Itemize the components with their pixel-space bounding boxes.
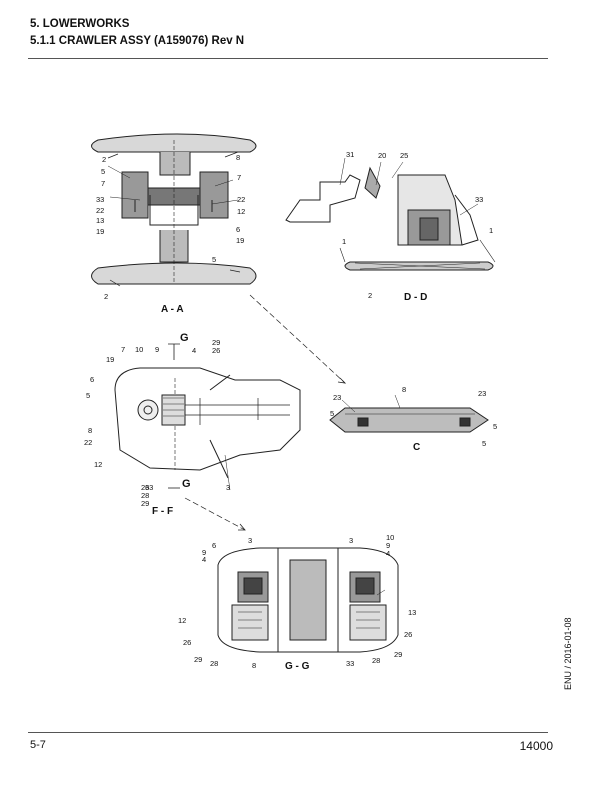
callout: 22 — [96, 206, 104, 215]
callout: 23 — [478, 389, 486, 398]
subsection-heading: 5.1.1 CRAWLER ASSY (A159076) Rev N — [30, 35, 245, 47]
callout: 6 — [212, 541, 216, 550]
callout: 3 — [349, 536, 353, 545]
model-number: 14000 — [519, 739, 553, 753]
view-ff-drawing — [114, 367, 301, 479]
callout: 29 — [194, 655, 202, 664]
callout: 9 — [155, 345, 159, 354]
callout: 10 — [135, 345, 143, 354]
view-label-dd: D - D — [404, 292, 427, 303]
callout: 23 — [333, 393, 341, 402]
view-aa-drawing — [91, 133, 257, 287]
callout: 19 — [236, 236, 244, 245]
callout: 28 — [210, 659, 218, 668]
callout: 29 — [212, 338, 220, 347]
callout: 3 — [248, 536, 252, 545]
callout: 1 — [489, 226, 493, 235]
callout: 8 — [236, 153, 240, 162]
section-arrow-top — [168, 343, 180, 360]
callout: 5 — [482, 439, 486, 448]
callout: 2 — [104, 292, 108, 301]
callout: 26 — [141, 483, 149, 492]
callout: 5 — [86, 391, 90, 400]
callout: 26 — [404, 630, 412, 639]
callout: 1 — [342, 237, 346, 246]
callout: 19 — [96, 227, 104, 236]
callout: 33 — [145, 483, 153, 492]
callout: 5 — [212, 255, 216, 264]
callout: 29 — [141, 499, 149, 508]
callout: 4 — [192, 346, 196, 355]
callout: 6 — [236, 225, 240, 234]
callout: 28 — [372, 656, 380, 665]
callout: 12 — [237, 207, 245, 216]
callout: 4 — [202, 555, 206, 564]
view-dd-drawing — [285, 166, 496, 271]
footer-rule — [28, 732, 548, 733]
callout: 12 — [94, 460, 102, 469]
callout: 25 — [400, 151, 408, 160]
callout: 19 — [106, 355, 114, 364]
callout: 9 — [202, 548, 206, 557]
view-label-aa: A - A — [161, 304, 184, 315]
callout: 26 — [183, 638, 191, 647]
callout: 29 — [394, 650, 402, 659]
view-label-gg: G - G — [285, 661, 310, 672]
view-label-c: C — [413, 442, 420, 453]
section-marker-g-bottom: G — [182, 478, 191, 490]
dashed-arrow-gg — [184, 497, 246, 531]
callout: 5 — [493, 422, 497, 431]
callout: 33 — [96, 195, 104, 204]
view-gg-drawing — [217, 547, 399, 653]
callout: 13 — [96, 216, 104, 225]
callout: 3 — [226, 483, 230, 492]
callout: 7 — [237, 173, 241, 182]
callout: 8 — [88, 426, 92, 435]
callout: 5 — [101, 167, 105, 176]
callout: 33 — [475, 195, 483, 204]
callout: 28 — [141, 491, 149, 500]
callout: 2 — [368, 291, 372, 300]
callout: 5 — [330, 409, 334, 418]
callout: 6 — [90, 375, 94, 384]
leader-lines — [107, 157, 479, 596]
callout: 4 — [386, 549, 390, 558]
callout: 8 — [252, 661, 256, 670]
callout: 9 — [386, 541, 390, 550]
dashed-arrow-c — [249, 294, 346, 384]
callout: 20 — [378, 151, 386, 160]
view-label-ff: F - F — [152, 506, 173, 517]
page-number: 5-7 — [30, 739, 46, 751]
callout: 13 — [408, 608, 416, 617]
section-heading: 5. LOWERWORKS — [30, 18, 130, 30]
callout: 22 — [237, 195, 245, 204]
callout: 12 — [178, 616, 186, 625]
callout: 7 — [101, 179, 105, 188]
callout: 8 — [402, 385, 406, 394]
view-c-drawing — [329, 407, 489, 433]
section-marker-g-top: G — [180, 332, 189, 344]
callout: 7 — [121, 345, 125, 354]
side-note: ENU / 2016-01-08 — [563, 617, 573, 690]
header-rule — [28, 58, 548, 59]
callout: 31 — [346, 150, 354, 159]
callout: 10 — [386, 533, 394, 542]
callout: 2 — [102, 155, 106, 164]
callout: 33 — [346, 659, 354, 668]
callout: 26 — [212, 346, 220, 355]
callout: 22 — [84, 438, 92, 447]
